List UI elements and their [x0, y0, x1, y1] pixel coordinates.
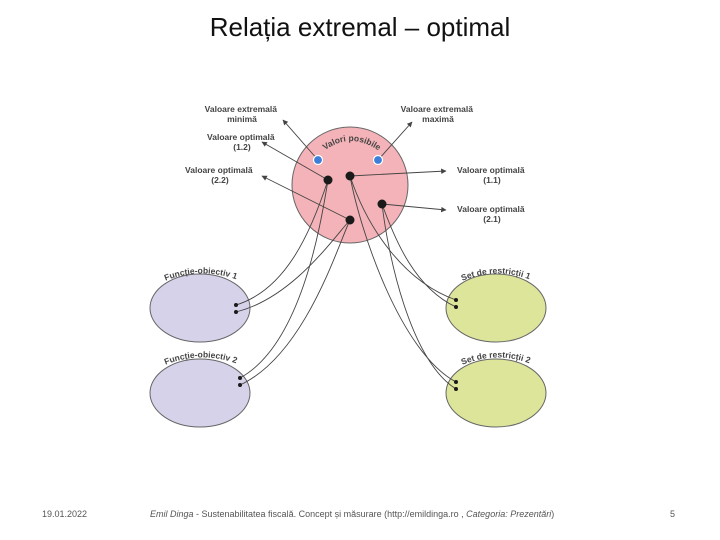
footer-title: - Sustenabilitatea fiscală. Concept și m… [193, 509, 388, 519]
label-optimal-12: Valoare optimală (1.2) [207, 132, 277, 152]
connector-lines [235, 175, 457, 390]
extreme-max-dot [372, 154, 384, 166]
connector-con1-a [349, 175, 457, 301]
arrow-optimal-12 [261, 141, 329, 181]
footer-category: Categoria: Prezentări [466, 509, 552, 519]
objective-function-1-ellipse [149, 273, 251, 343]
label-optimal-21: Valoare optimală (2.1) [457, 204, 527, 224]
label-extreme-max: Valoare extremală maximă [401, 104, 476, 124]
footer-separator: , [458, 509, 467, 519]
footer-citation: Emil Dinga - Sustenabilitatea fiscală. C… [150, 509, 590, 519]
extreme-min-dot [312, 154, 324, 166]
connector-obj1-a [235, 179, 329, 306]
connector-con1-b [381, 203, 457, 308]
arrow-extreme-min [282, 119, 319, 161]
connector-obj2-b [239, 219, 351, 386]
label-extreme-min: Valoare extremală minimă [205, 104, 280, 124]
page-number: 5 [670, 509, 676, 519]
footer-author: Emil Dinga [150, 509, 194, 519]
arrow-extreme-max [377, 121, 413, 161]
optimal-21-dot [377, 199, 387, 209]
objective-function-2-ellipse [149, 358, 251, 428]
connector-obj2-a [239, 179, 329, 379]
footer-date: 19.01.2022 [42, 509, 88, 519]
ellipse-endpoints [234, 298, 458, 391]
label-arrows [261, 119, 447, 221]
optimal-11-dot [345, 171, 355, 181]
optimal-12-dot [323, 175, 333, 185]
optimal-22-dot [345, 215, 355, 225]
arrow-optimal-11 [349, 168, 447, 177]
arrow-optimal-22 [261, 175, 351, 221]
arrow-optimal-21 [381, 203, 447, 213]
label-optimal-11: Valoare optimală (1.1) [457, 165, 527, 185]
slide-title: Relația extremal – optimal [209, 12, 511, 42]
connector-con2-b [381, 203, 457, 390]
footer-close: ) [551, 509, 555, 519]
connector-obj1-b [235, 219, 351, 313]
constraint-set-1-ellipse [445, 273, 547, 343]
footer-link[interactable]: http://emildinga.ro [387, 509, 459, 519]
label-optimal-22: Valoare optimală (2.2) [185, 165, 255, 185]
constraint-set-2-ellipse [445, 358, 547, 428]
connector-con2-a [349, 175, 457, 383]
